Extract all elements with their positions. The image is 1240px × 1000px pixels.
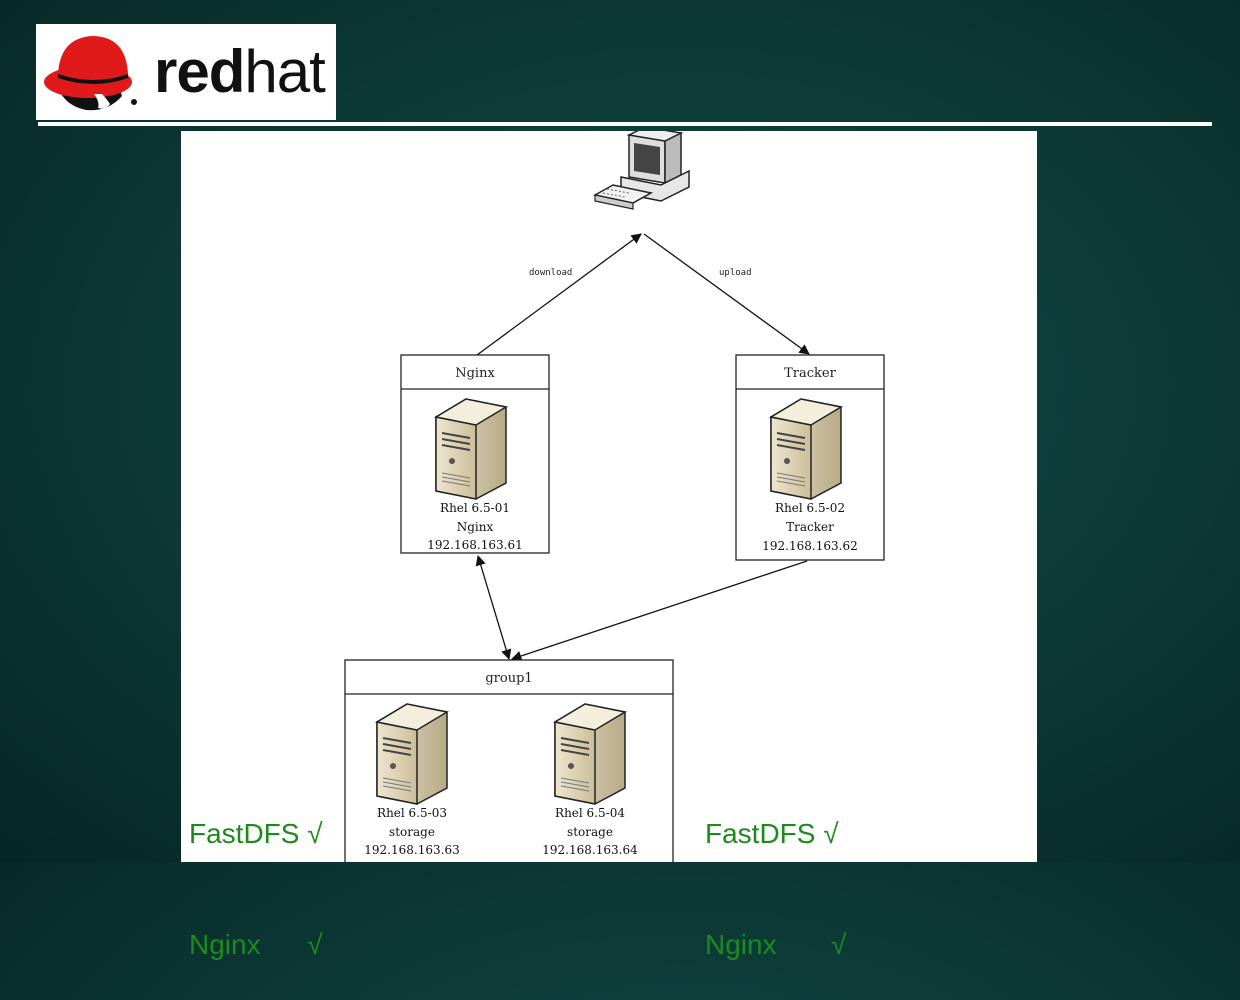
checklist-item-nginx: Nginx √ [705, 929, 847, 960]
tracker-ip: 192.168.163.62 [762, 539, 857, 553]
edge-group1-nginx [475, 555, 512, 660]
group1-node: group1 Rhel 6.5-03 storage 192.168.163.6… [344, 659, 674, 862]
tracker-host: Rhel 6.5-02 [775, 501, 845, 515]
server-icon [376, 703, 448, 805]
client-computer-icon [592, 131, 690, 210]
checklist-right: FastDFS √ Nginx √ [705, 741, 846, 1000]
group1-title: group1 [485, 671, 532, 686]
shadowman-icon [44, 36, 137, 111]
nginx-title: Nginx [455, 366, 495, 381]
svg-text:upload: upload [719, 268, 752, 278]
edge-upload: upload [643, 233, 810, 355]
header-divider [38, 122, 1212, 126]
nginx-node: Nginx Rhel 6.5-01 Nginx 192.168.163.61 [400, 354, 550, 554]
tracker-role: Tracker [786, 520, 834, 534]
storage-host-2: Rhel 6.5-04 [555, 806, 625, 820]
storage-role-1: storage [389, 825, 435, 839]
server-icon [554, 703, 626, 805]
svg-text:download: download [529, 268, 572, 278]
architecture-diagram: download upload Nginx Rhel 6.5-01 Nginx … [181, 131, 1037, 862]
checklist-item-nginx: Nginx √ [189, 929, 323, 960]
checklist-left: FastDFS √ Nginx √ [189, 741, 323, 1000]
server-icon [435, 398, 507, 500]
edge-download: download [476, 233, 642, 356]
storage-ip-1: 192.168.163.63 [364, 843, 459, 857]
redhat-logo: redhat [36, 24, 336, 120]
edge-tracker-group1 [511, 560, 808, 661]
server-icon [770, 398, 842, 500]
tracker-title: Tracker [784, 366, 836, 381]
checklist-item-fastdfs: FastDFS √ [705, 818, 839, 849]
storage-ip-2: 192.168.163.64 [542, 843, 638, 857]
storage-host-1: Rhel 6.5-03 [377, 806, 447, 820]
logo-wordmark: redhat [154, 38, 326, 105]
tracker-node: Tracker Rhel 6.5-02 Tracker 192.168.163.… [735, 354, 885, 561]
nginx-host: Rhel 6.5-01 [440, 501, 510, 515]
checklist-item-fastdfs: FastDFS √ [189, 818, 323, 849]
storage-role-2: storage [567, 825, 613, 839]
nginx-role: Nginx [457, 520, 494, 534]
nginx-ip: 192.168.163.61 [427, 538, 522, 552]
